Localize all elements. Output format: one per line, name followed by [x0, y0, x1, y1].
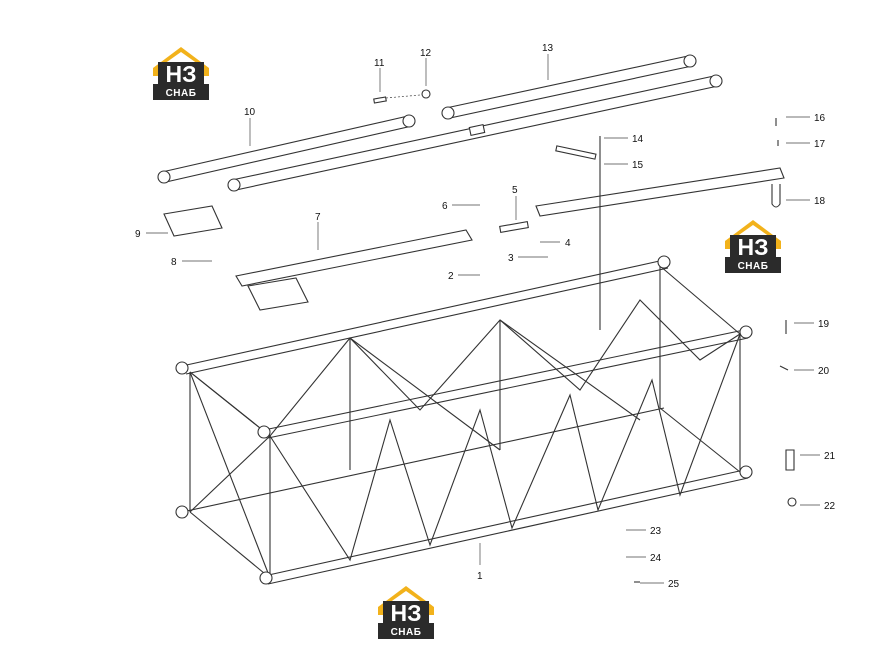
part-number-5: 5 — [512, 185, 518, 196]
logo-bottom: НЗ СНАБ — [375, 583, 437, 641]
part-number-9: 9 — [135, 229, 141, 240]
logo-text-top: НЗ — [165, 61, 196, 87]
part-number-25: 25 — [668, 579, 680, 590]
part-number-7: 7 — [315, 212, 321, 223]
part-number-22: 22 — [824, 501, 836, 512]
pin-parts-11-12 — [373, 89, 431, 104]
tie-bars — [157, 54, 723, 192]
logo-text-bottom: СНАБ — [738, 261, 769, 272]
part-number-16: 16 — [814, 113, 826, 124]
part-number-15: 15 — [632, 160, 644, 171]
lattice-frame — [175, 255, 753, 585]
logo-text-top: НЗ — [390, 600, 421, 626]
logo-right: НЗ СНАБ — [722, 217, 784, 275]
part-number-24: 24 — [650, 553, 662, 564]
part-number-12: 12 — [420, 48, 432, 59]
leader-lines — [146, 54, 820, 584]
part-number-10: 10 — [244, 107, 256, 118]
logo-text-bottom: СНАБ — [166, 88, 197, 99]
part-callouts: 1 2 3 4 5 6 7 8 9 10 11 12 13 14 15 16 1… — [135, 43, 836, 590]
logo-text-top: НЗ — [737, 234, 768, 260]
part-number-18: 18 — [814, 196, 826, 207]
walkway-plates — [163, 167, 785, 311]
part-number-11: 11 — [374, 58, 385, 69]
part-number-17: 17 — [814, 139, 826, 150]
part-number-23: 23 — [650, 526, 662, 537]
nz-snab-logo-icon: НЗ СНАБ — [153, 47, 209, 100]
part-number-19: 19 — [818, 319, 830, 330]
part-number-1: 1 — [477, 571, 483, 582]
part-number-20: 20 — [818, 366, 830, 377]
pins-and-clips — [555, 118, 797, 583]
nz-snab-logo-icon: НЗ СНАБ — [725, 220, 781, 273]
logo-top-left: НЗ СНАБ — [150, 44, 212, 102]
part-number-6: 6 — [442, 201, 448, 212]
part-number-14: 14 — [632, 134, 644, 145]
nz-snab-logo-icon: НЗ СНАБ — [378, 586, 434, 639]
logo-text-bottom: СНАБ — [391, 627, 422, 638]
part-number-3: 3 — [508, 253, 514, 264]
part-number-8: 8 — [171, 257, 177, 268]
part-number-13: 13 — [542, 43, 554, 54]
part-number-2: 2 — [448, 271, 454, 282]
part-number-21: 21 — [824, 451, 836, 462]
part-number-4: 4 — [565, 238, 571, 249]
